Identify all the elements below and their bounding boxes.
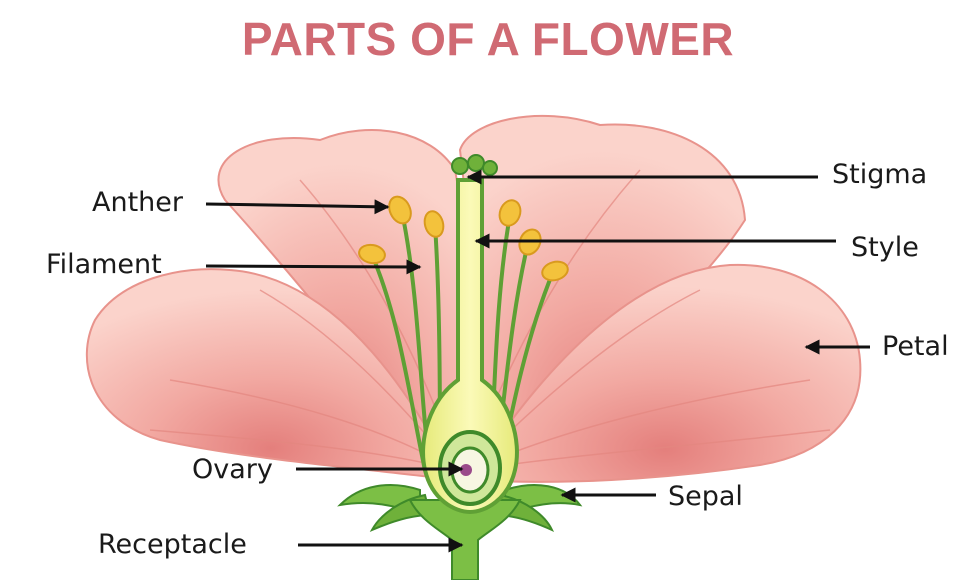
arrow-anther bbox=[205, 199, 390, 215]
receptacle bbox=[408, 499, 522, 580]
pistil bbox=[421, 154, 519, 515]
petal-right bbox=[468, 263, 862, 483]
label-stigma: Stigma bbox=[832, 159, 927, 190]
label-filament: Filament bbox=[46, 249, 162, 280]
label-petal: Petal bbox=[882, 331, 949, 362]
label-sepal: Sepal bbox=[668, 481, 743, 512]
diagram-title: PARTS OF A FLOWER bbox=[241, 13, 735, 65]
anthers bbox=[358, 195, 569, 282]
pointer-arrows bbox=[205, 169, 870, 553]
label-style: Style bbox=[851, 232, 919, 263]
arrow-filament bbox=[205, 259, 422, 275]
style bbox=[421, 178, 519, 515]
labels: Anther Filament Ovary Receptacle Stigma … bbox=[46, 159, 949, 560]
label-anther: Anther bbox=[92, 187, 184, 218]
label-ovary: Ovary bbox=[192, 454, 273, 485]
label-receptacle: Receptacle bbox=[98, 529, 247, 560]
